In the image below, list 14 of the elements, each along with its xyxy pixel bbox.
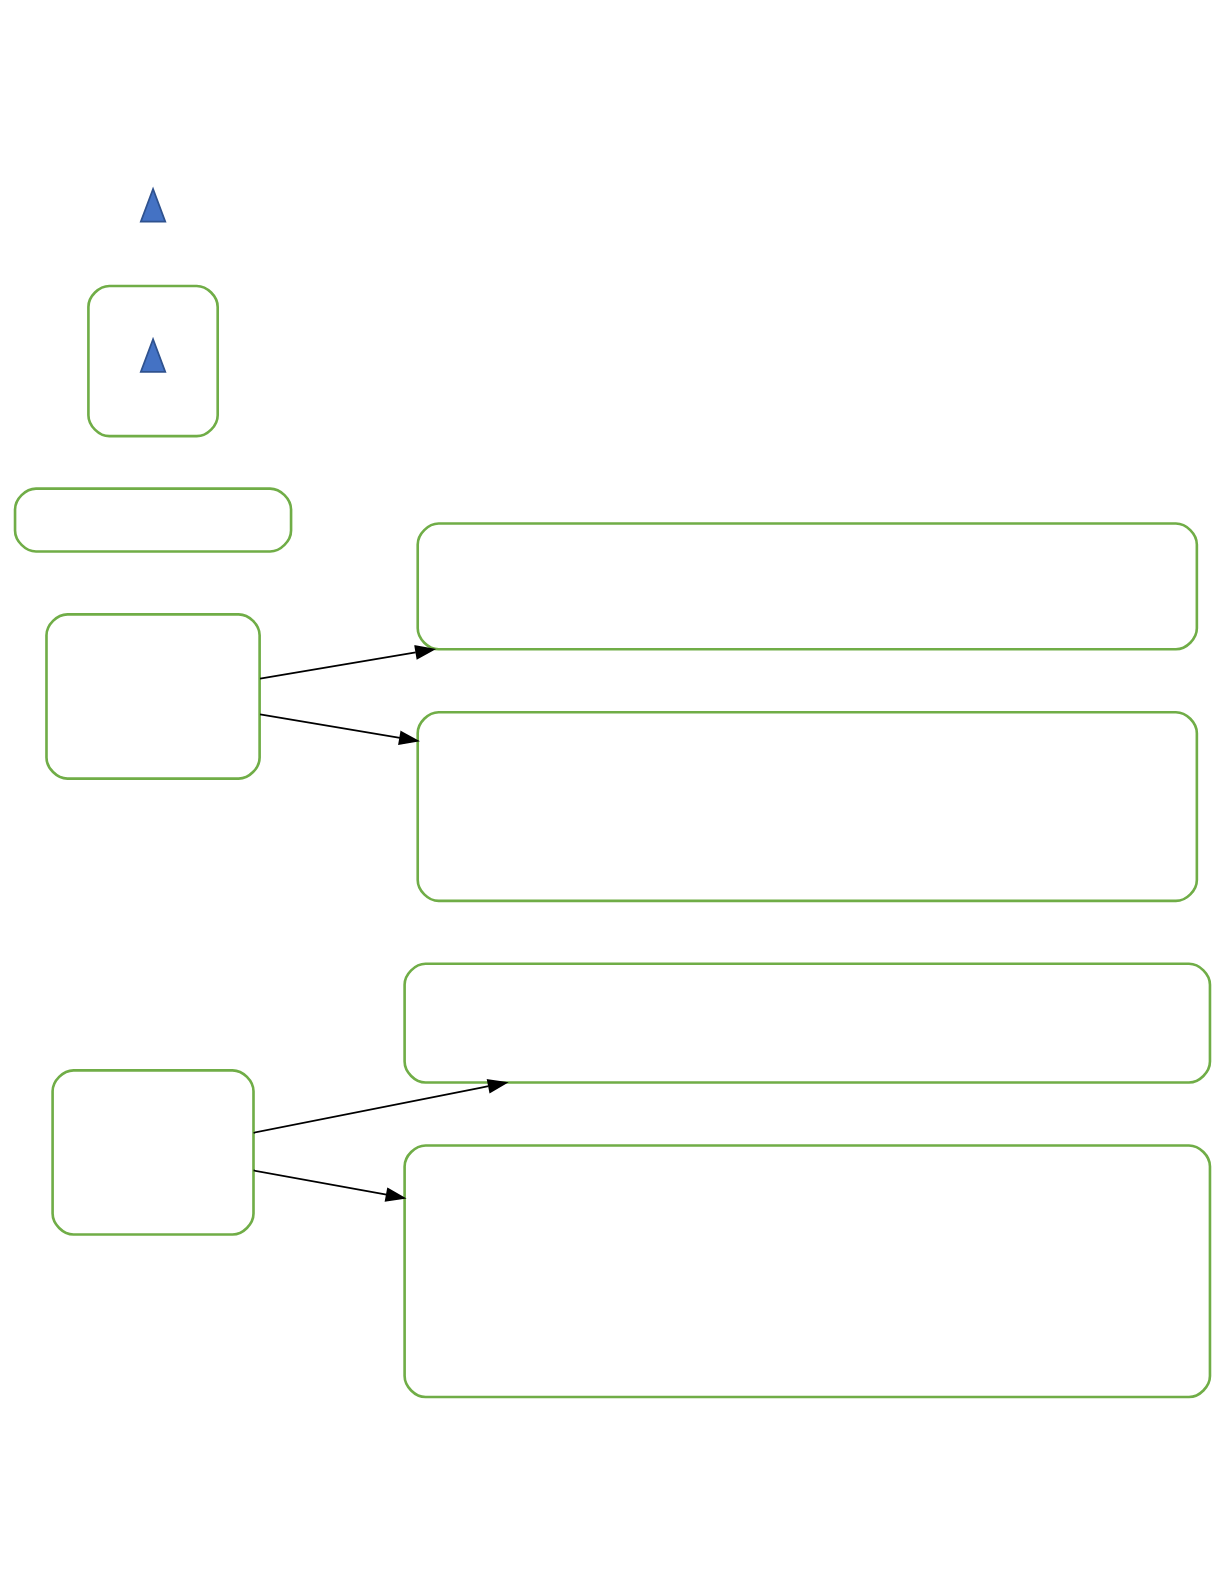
node-box [51, 1068, 255, 1236]
node-triangle [139, 186, 167, 223]
node-box [416, 521, 1199, 651]
node-box [13, 486, 293, 553]
arrow [252, 1078, 509, 1134]
cluster [87, 284, 219, 437]
node-box [416, 710, 1199, 902]
node-box [403, 961, 1212, 1084]
arrow [252, 1169, 407, 1202]
arrow [259, 712, 420, 745]
node-box [403, 1143, 1212, 1398]
node-box [45, 612, 261, 780]
node-triangle [139, 336, 167, 373]
arrow [259, 644, 437, 680]
